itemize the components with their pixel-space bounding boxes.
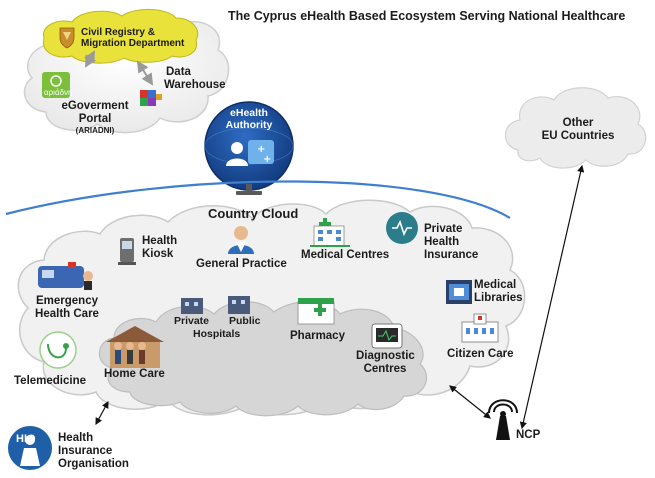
private-health-insurance-icon bbox=[386, 212, 418, 244]
private-hospitals-label: Private bbox=[174, 315, 210, 327]
health-kiosk-icon bbox=[118, 238, 136, 265]
warehouse-line2: Warehouse bbox=[164, 79, 226, 91]
authority-line1: eHealth bbox=[230, 107, 268, 119]
citizen-care-label: Citizen Care bbox=[447, 348, 514, 360]
data-warehouse-icon bbox=[140, 90, 162, 106]
cloud-ncp-arrow bbox=[449, 385, 491, 419]
ncp-antenna-icon bbox=[488, 399, 518, 440]
telemedicine-icon bbox=[39, 331, 77, 369]
ariadni-portal-icon bbox=[42, 72, 70, 98]
hospitals-label: Hospitals bbox=[193, 328, 241, 340]
hio-logo-text: HIO bbox=[16, 433, 36, 445]
inner-cloud bbox=[98, 301, 427, 417]
ncp-eu-arrow bbox=[519, 164, 585, 430]
eu-line1: Other bbox=[562, 117, 594, 129]
ariadni-icon-text: αριάδνη bbox=[44, 88, 73, 97]
data-warehouse-label: Data Warehouse bbox=[164, 66, 226, 92]
warehouse-line1: Data bbox=[166, 66, 191, 78]
svg-text:+: + bbox=[257, 144, 265, 155]
civil-registry-line2: Migration Department bbox=[81, 38, 185, 49]
egovernment-portal-label: eGoverment Portal (ARIADNI) bbox=[52, 100, 138, 135]
ncp-label: NCP bbox=[516, 429, 541, 441]
medical-libraries-icon bbox=[446, 280, 472, 304]
hio-cloud-arrow bbox=[95, 400, 109, 426]
telemedicine-label: Telemedicine bbox=[14, 375, 87, 387]
diagnostic-line2: Centres bbox=[363, 363, 407, 375]
government-cloud bbox=[23, 9, 230, 134]
insurance-line3: Insurance bbox=[424, 249, 479, 261]
diagnostic-centres-icon bbox=[371, 323, 403, 349]
portal-sub: (ARIADNI) bbox=[75, 126, 115, 135]
svg-text:+: + bbox=[263, 154, 271, 165]
medical-libraries-label: Medical Libraries bbox=[474, 279, 523, 305]
eu-countries-label: Other EU Countries bbox=[528, 117, 628, 143]
hio-label: Health Insurance Organisation bbox=[58, 432, 129, 471]
authority-line2: Authority bbox=[225, 119, 273, 131]
general-practice-label: General Practice bbox=[196, 258, 287, 270]
warehouse-registry-arrow bbox=[136, 60, 154, 86]
portal-registry-arrow bbox=[83, 50, 97, 68]
national-arc bbox=[5, 180, 511, 219]
libraries-line2: Libraries bbox=[474, 292, 523, 304]
insurance-line1: Private bbox=[424, 223, 463, 235]
libraries-line1: Medical bbox=[474, 279, 517, 291]
emergency-health-care-label: Emergency Health Care bbox=[26, 295, 108, 321]
diagnostic-centres-label: Diagnostic Centres bbox=[356, 350, 415, 376]
kiosk-line1: Health bbox=[142, 235, 178, 247]
medical-centres-icon bbox=[310, 218, 350, 247]
portal-line1: eGoverment bbox=[61, 100, 129, 112]
diagram-title: The Cyprus eHealth Based Ecosystem Servi… bbox=[228, 9, 626, 23]
ehealth-authority-label: eHealth Authority bbox=[219, 107, 279, 131]
pharmacy-icon bbox=[297, 298, 335, 325]
country-cloud-title: Country Cloud bbox=[208, 206, 299, 221]
diagnostic-line1: Diagnostic bbox=[356, 350, 415, 362]
hio-logo bbox=[8, 426, 52, 470]
medical-centres-label: Medical Centres bbox=[301, 249, 390, 261]
ehealth-authority-icon: + + bbox=[204, 101, 294, 195]
health-kiosk-label: Health Kiosk bbox=[142, 235, 177, 261]
home-care-label: Home Care bbox=[104, 368, 165, 380]
citizen-care-icon bbox=[461, 313, 499, 343]
emergency-health-care-icon bbox=[38, 262, 93, 290]
civil-registry-line1: Civil Registry & bbox=[81, 27, 155, 38]
hio-line1: Health bbox=[58, 432, 94, 444]
kiosk-line2: Kiosk bbox=[142, 248, 174, 260]
emergency-line2: Health Care bbox=[35, 308, 99, 320]
pharmacy-label: Pharmacy bbox=[290, 330, 345, 342]
emergency-line1: Emergency bbox=[35, 295, 98, 307]
general-practice-icon bbox=[228, 226, 254, 254]
hio-line3: Organisation bbox=[58, 458, 129, 470]
public-hospital-icon bbox=[228, 296, 250, 314]
hio-line2: Insurance bbox=[58, 445, 113, 457]
private-health-insurance-label: Private Health Insurance bbox=[424, 223, 478, 262]
insurance-line2: Health bbox=[424, 236, 460, 248]
portal-line2: Portal bbox=[78, 113, 112, 125]
home-care-icon bbox=[106, 326, 164, 368]
eu-line2: EU Countries bbox=[541, 130, 615, 142]
public-hospitals-label: Public bbox=[229, 315, 261, 327]
civil-registry-label: Civil Registry & Migration Department bbox=[81, 27, 184, 49]
private-hospital-icon bbox=[181, 298, 203, 314]
